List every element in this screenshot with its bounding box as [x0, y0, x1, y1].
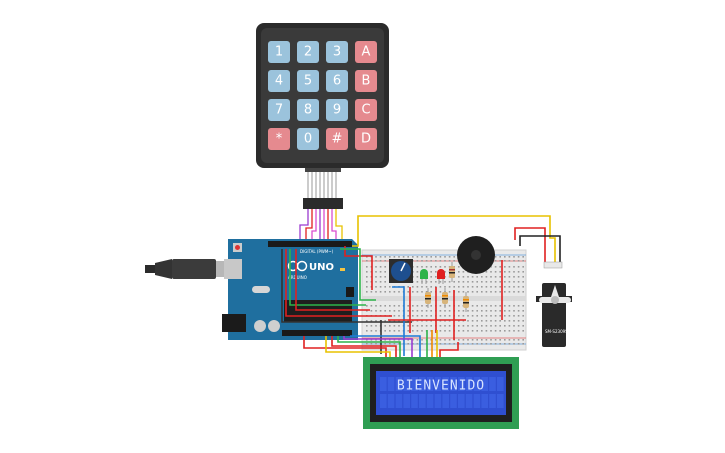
capacitor-1 — [254, 320, 266, 332]
resistor-1 — [449, 262, 455, 282]
keypad-key-label: A — [362, 45, 371, 60]
red-led — [437, 269, 445, 284]
digital-header-label: DIGITAL (PWM~) — [300, 249, 334, 254]
atmega-chip — [284, 300, 352, 322]
keypad-key-label: 6 — [333, 74, 341, 89]
arduino-pcb — [228, 239, 358, 340]
arduino-brand-label: ARDUINO — [288, 275, 307, 280]
resistor-4 — [463, 292, 469, 312]
green-led — [420, 269, 428, 284]
keypad-wires — [299, 209, 343, 243]
keypad-face — [261, 28, 384, 163]
keypad-key-label: B — [362, 74, 371, 89]
keypad-key[interactable] — [355, 41, 377, 63]
keypad-key[interactable] — [268, 70, 290, 92]
keypad-key[interactable] — [326, 41, 348, 63]
capacitor-2 — [268, 320, 280, 332]
digital-header — [268, 241, 352, 247]
keypad-key-label: 5 — [304, 74, 312, 89]
arduino-logo-icon — [287, 260, 308, 272]
piezo-buzzer[interactable] — [457, 236, 495, 274]
potentiometer[interactable] — [389, 259, 413, 283]
usb-jack — [224, 259, 242, 279]
keypad-key-label: # — [332, 132, 343, 147]
keypad-key[interactable] — [326, 128, 348, 150]
keypad-key[interactable] — [297, 70, 319, 92]
reset-button-cap[interactable] — [235, 245, 240, 250]
status-led — [340, 268, 345, 271]
lcd-display-text: BIENVENIDO — [397, 379, 485, 394]
power-analog-header — [282, 330, 352, 336]
arduino-model-label: UNO — [309, 262, 334, 273]
keypad-key[interactable] — [268, 128, 290, 150]
keypad-key-label: 9 — [333, 103, 341, 118]
servo-model-label: SM-S2309S — [545, 329, 568, 334]
keypad-key-label: * — [276, 132, 283, 147]
resistor-3 — [442, 288, 448, 308]
keypad-key-label: C — [361, 103, 370, 118]
keypad-key[interactable] — [268, 99, 290, 121]
power-jack — [222, 314, 246, 332]
keypad-key-label: 7 — [275, 103, 283, 118]
keypad-4x4[interactable]: 1 2 3 A 4 5 6 B 7 8 9 C * 0 # D — [256, 23, 389, 168]
keypad-ribbon-connector — [303, 168, 343, 209]
keypad-key-label: 8 — [304, 103, 312, 118]
keypad-keys: 1 2 3 A 4 5 6 B 7 8 9 C * 0 # D — [268, 41, 377, 150]
keypad-key-label: 1 — [275, 45, 283, 60]
icsp-header — [346, 287, 354, 297]
keypad-key-label: 0 — [304, 132, 312, 147]
keypad-key-label: 2 — [304, 45, 312, 60]
keypad-key[interactable] — [355, 128, 377, 150]
keypad-key-label: 3 — [333, 45, 341, 60]
keypad-key[interactable] — [326, 70, 348, 92]
keypad-key[interactable] — [268, 41, 290, 63]
keypad-key[interactable] — [355, 99, 377, 121]
circuit-wires — [281, 215, 561, 357]
keypad-key[interactable] — [297, 41, 319, 63]
crystal-oscillator — [252, 286, 270, 293]
keypad-key[interactable] — [355, 70, 377, 92]
keypad-key[interactable] — [297, 128, 319, 150]
lcd-character-cells — [380, 377, 504, 408]
keypad-key-label: D — [361, 132, 371, 147]
keypad-key[interactable] — [297, 99, 319, 121]
usb-cable[interactable] — [145, 259, 236, 279]
servo-motor[interactable]: SM-S2309S — [536, 261, 572, 347]
resistor-2 — [425, 288, 431, 308]
lcd-16x2[interactable]: BIENVENIDO — [363, 357, 519, 429]
keypad-key-label: 4 — [275, 74, 283, 89]
keypad-key[interactable] — [326, 99, 348, 121]
